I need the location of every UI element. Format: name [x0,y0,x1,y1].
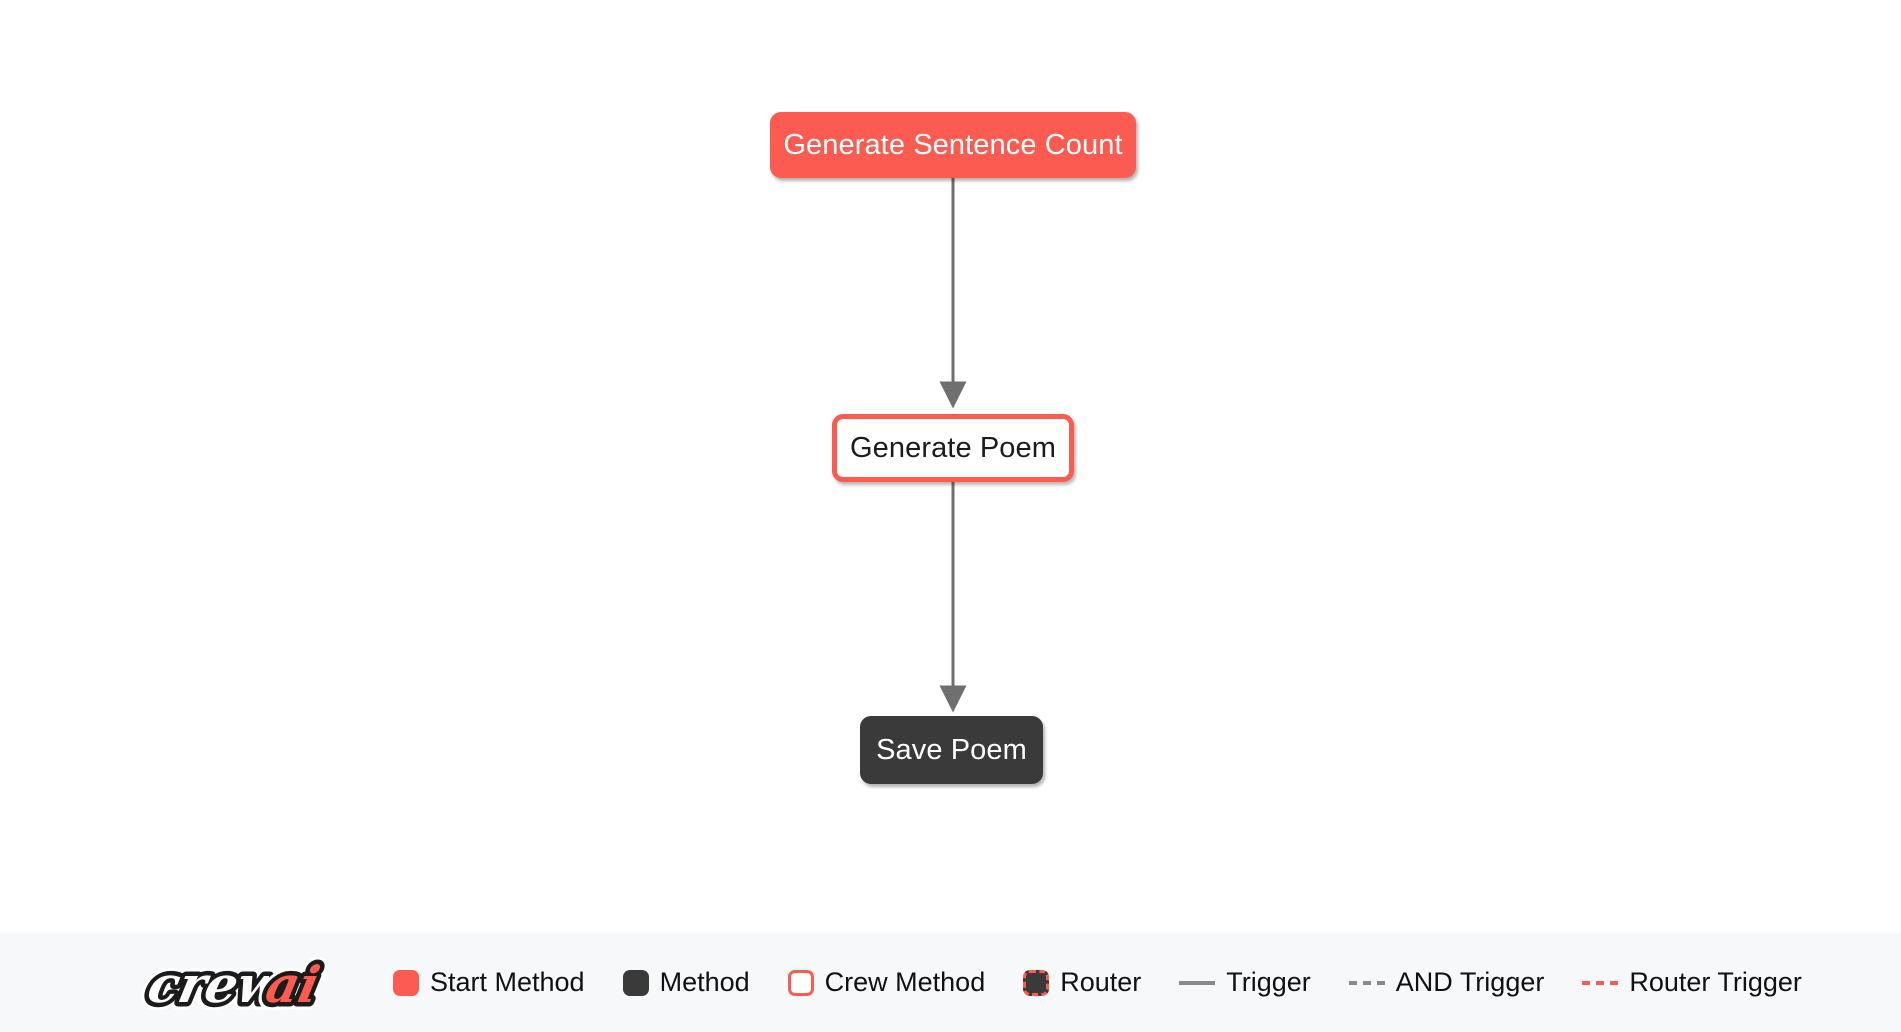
flow-node-label: Generate Poem [849,431,1057,464]
legend-item-trigger: Trigger [1179,969,1311,996]
legend-label: Trigger [1226,967,1311,997]
crew-method-swatch-icon [787,969,814,996]
flow-node-generate-sentence-count[interactable]: Generate Sentence Count [770,112,1136,178]
legend-label: Router Trigger [1629,967,1802,997]
legend-item-list: Start Method Method Crew Method Router T… [393,969,1802,996]
legend-item-method: Method [622,967,750,997]
flow-node-label: Generate Sentence Count [783,128,1123,161]
legend-item-start-method: Start Method [393,969,585,996]
legend-bar: crew crew crew ai ai ai Start Method Met… [0,933,1901,1032]
legend-label: Router [1060,967,1142,997]
trigger-line-icon [1179,980,1216,985]
legend-item-router: Router [1023,969,1141,996]
svg-text:crew: crew [143,955,288,1013]
legend-item-router-trigger: Router Trigger [1582,969,1802,996]
method-swatch-icon [622,969,649,996]
router-trigger-line-icon [1582,980,1619,985]
flow-node-save-poem[interactable]: Save Poem [860,716,1043,784]
legend-label: Start Method [430,967,585,997]
start-method-swatch-icon [393,969,419,996]
flow-canvas[interactable]: Generate Sentence Count Generate Poem Sa… [0,0,1901,933]
crewai-logo: crew crew crew ai ai ai [135,948,332,1018]
router-swatch-icon [1023,969,1050,996]
and-trigger-line-icon [1348,980,1385,985]
legend-label: Method [659,967,750,997]
flow-node-label: Save Poem [876,733,1027,766]
svg-text:crew: crew [143,955,288,1013]
legend-label: AND Trigger [1395,967,1545,997]
flow-node-generate-poem[interactable]: Generate Poem [832,414,1074,482]
legend-item-and-trigger: AND Trigger [1348,967,1545,997]
svg-text:ai: ai [261,955,325,1013]
legend-label: Crew Method [824,967,986,997]
legend-item-crew-method: Crew Method [787,967,986,997]
svg-text:crew: crew [143,955,288,1013]
